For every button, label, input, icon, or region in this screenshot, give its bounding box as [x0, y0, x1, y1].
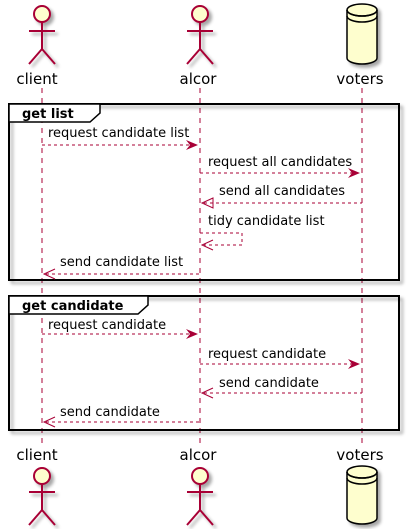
- message-label: send all candidates: [219, 184, 345, 199]
- message-label: tidy candidate list: [208, 214, 325, 229]
- voters-database-icon-top: [346, 3, 378, 65]
- message-label: request candidate: [208, 347, 326, 362]
- participant-voters-bottom: voters: [336, 446, 383, 464]
- message-arrow: [200, 197, 362, 209]
- message-label: send candidate list: [60, 255, 183, 270]
- group-frame-get-list: get list: [8, 103, 400, 281]
- participant-client-bottom: client: [16, 446, 57, 464]
- voters-database-icon-bottom: [346, 465, 378, 525]
- message-label: request candidate: [48, 318, 166, 333]
- participant-voters-top: voters: [336, 70, 383, 88]
- message-label: request all candidates: [208, 155, 352, 170]
- message-label: send candidate: [60, 405, 160, 420]
- message-arrow: [200, 168, 360, 178]
- group-frame-get-candidate: get candidate: [8, 295, 400, 431]
- alcor-actor-icon-top: [186, 5, 214, 65]
- alcor-actor-icon-bottom: [186, 467, 214, 526]
- message-label: request candidate list: [48, 126, 189, 141]
- message-arrow: [42, 416, 200, 428]
- message-arrow: [42, 140, 198, 150]
- group-title-get-candidate: get candidate: [22, 299, 124, 314]
- client-actor-icon-bottom: [28, 467, 56, 526]
- message-arrow: [200, 359, 360, 369]
- group-title-get-list: get list: [22, 107, 74, 122]
- message-label: send candidate: [219, 376, 319, 391]
- participant-alcor-top: alcor: [180, 70, 218, 88]
- message-arrow: [42, 268, 200, 280]
- message-arrow: [42, 329, 198, 339]
- participant-client-top: client: [16, 70, 57, 88]
- client-actor-icon-top: [28, 5, 56, 65]
- message-arrow: [200, 387, 362, 399]
- self-message-arrow: [200, 232, 243, 251]
- participant-alcor-bottom: alcor: [180, 446, 218, 464]
